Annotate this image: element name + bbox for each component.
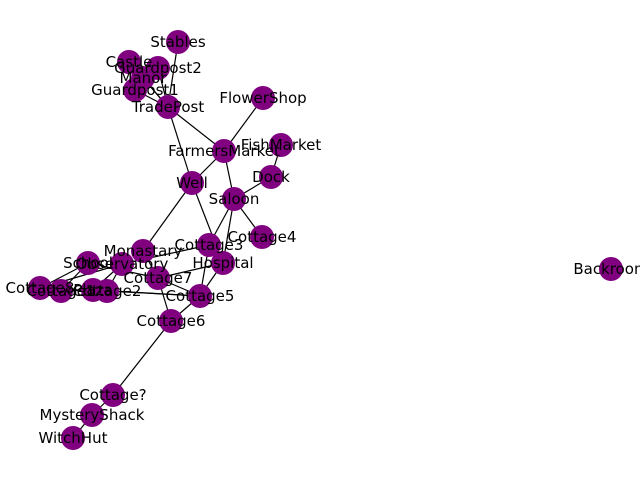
node-label-school: School xyxy=(63,254,113,272)
node-cottage-4 xyxy=(250,225,274,249)
node-label-dock: Dock xyxy=(252,168,290,186)
node-label-manor: Manor xyxy=(120,69,168,87)
edge-well-monastary xyxy=(142,182,193,252)
node-label-mystery-shack: MysteryShack xyxy=(40,406,145,424)
node-label-observatory: Observatory xyxy=(76,255,169,273)
node-castle xyxy=(117,50,141,74)
edge-trade-post-well xyxy=(167,106,193,184)
node-mystery-shack xyxy=(80,403,104,427)
node-cottage-1 xyxy=(49,279,73,303)
node-cottage-3 xyxy=(197,233,221,257)
node-label-cottage-8: Cottage8 xyxy=(6,279,75,297)
node-cottage-7 xyxy=(146,266,170,290)
node-label-castle: Castle xyxy=(106,53,153,71)
node-label-guardpost-1: Guardpost1 xyxy=(91,81,179,99)
edge-cottage-6-cottage-q xyxy=(112,320,172,396)
node-label-cottage-2: Cottage2 xyxy=(73,282,142,300)
node-label-stables: Stables xyxy=(150,33,206,51)
node-cottage-q xyxy=(101,383,125,407)
node-trade-post xyxy=(156,95,180,119)
node-flower-shop xyxy=(251,86,275,110)
node-label-cottage-4: Cottage4 xyxy=(228,228,297,246)
node-fish-market xyxy=(269,133,293,157)
node-witch-hut xyxy=(61,426,85,450)
node-monastary xyxy=(131,239,155,263)
node-hospital xyxy=(211,251,235,275)
node-label-monastary: Monastary xyxy=(104,242,183,260)
node-label-hospital: Hospital xyxy=(192,254,253,272)
node-saloon xyxy=(222,187,246,211)
node-observatory xyxy=(110,252,134,276)
node-label-witch-hut: WitchHut xyxy=(39,429,108,447)
node-label-farmers-market: FarmersMarket xyxy=(168,142,280,160)
node-label-flower-shop: FlowerShop xyxy=(219,89,306,107)
node-label-well: Well xyxy=(176,174,208,192)
node-cottage-5 xyxy=(188,284,212,308)
node-label-cottage-3: Cottage3 xyxy=(175,236,244,254)
node-label-guardpost-2: Guardpost2 xyxy=(114,59,202,77)
node-label-cottage-q: Cottage? xyxy=(79,386,146,404)
node-label-cottage-6: Cottage6 xyxy=(137,312,206,330)
node-farmers-market xyxy=(212,139,236,163)
node-well xyxy=(180,171,204,195)
node-dock xyxy=(259,165,283,189)
node-cottage-6 xyxy=(159,309,183,333)
node-guardpost-1 xyxy=(123,78,147,102)
node-stables xyxy=(166,30,190,54)
node-label-backroom: Backroom xyxy=(573,260,640,278)
node-label-saloon: Saloon xyxy=(209,190,260,208)
node-cottage-8 xyxy=(28,276,52,300)
node-backroom xyxy=(599,257,623,281)
node-label-cottage-7: Cottage7 xyxy=(124,269,193,287)
node-label-trade-post: TradePost xyxy=(131,98,205,116)
node-cottage-2 xyxy=(95,279,119,303)
node-label-fish-market: FishMarket xyxy=(241,136,322,154)
node-school xyxy=(76,251,100,275)
node-label-cottage-1: Cottage1 xyxy=(27,282,96,300)
node-layer xyxy=(28,30,623,450)
label-layer: StablesCastleGuardpost2ManorGuardpost1Tr… xyxy=(6,33,640,447)
node-label-plaza: Plaza xyxy=(73,281,112,299)
node-label-cottage-5: Cottage5 xyxy=(166,287,235,305)
